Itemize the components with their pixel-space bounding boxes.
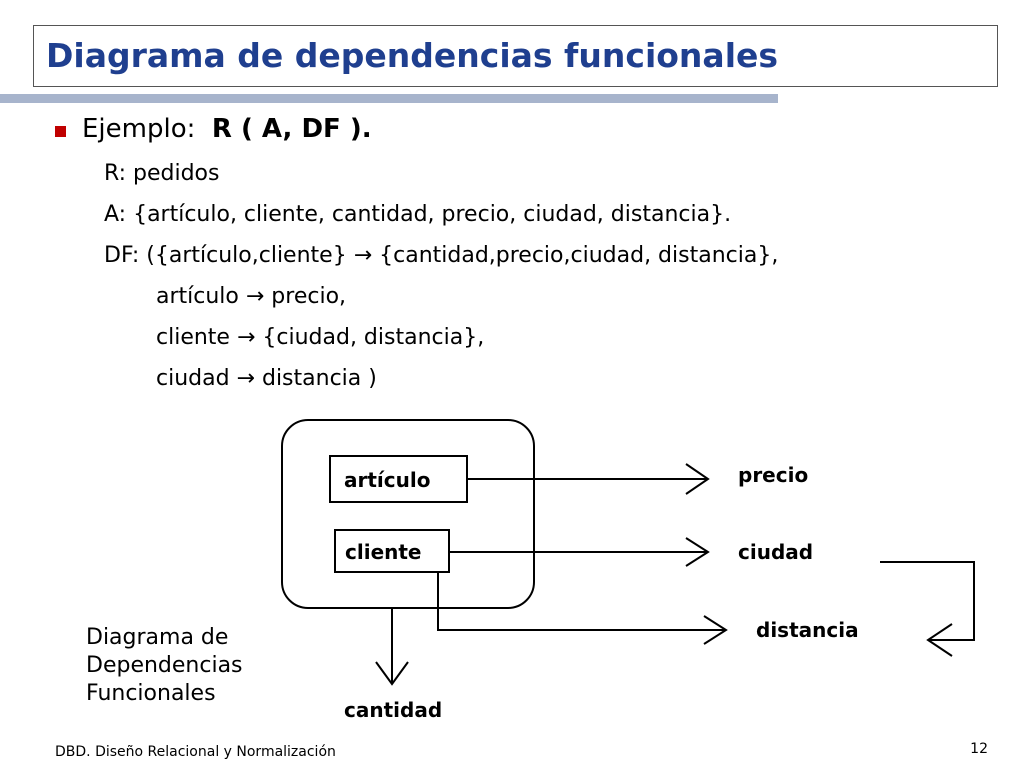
- node-ciudad: ciudad: [738, 540, 813, 564]
- edge-articulo-precio: [467, 463, 710, 495]
- example-label: Ejemplo:: [82, 114, 196, 144]
- node-distancia: distancia: [756, 618, 859, 642]
- node-precio: precio: [738, 463, 808, 487]
- caption-line: Diagrama de: [86, 625, 229, 650]
- edge-cliente-distancia: [437, 572, 728, 645]
- dependency-ciudad-line: ciudad → distancia ): [156, 366, 377, 391]
- key-group-box: [281, 419, 535, 609]
- dependency-cliente-line: cliente → {ciudad, distancia},: [156, 325, 485, 350]
- relation-name-line: R: pedidos: [104, 161, 220, 186]
- node-articulo: artículo: [344, 468, 430, 492]
- attributes-line: A: {artículo, cliente, cantidad, precio,…: [104, 202, 732, 227]
- square-bullet-icon: [55, 126, 66, 137]
- diagram-caption: Diagrama de Dependencias Funcionales: [86, 624, 243, 708]
- edge-cliente-ciudad: [449, 537, 710, 567]
- caption-line: Dependencias: [86, 653, 243, 678]
- node-cliente: cliente: [345, 540, 422, 564]
- dependencies-line: DF: ({artículo,cliente} → {cantidad,prec…: [104, 243, 779, 268]
- footer-text: DBD. Diseño Relacional y Normalización: [55, 744, 336, 760]
- edge-ciudad-distancia: [880, 561, 975, 657]
- page-number: 12: [970, 741, 988, 757]
- title-box: Diagrama de dependencias funcionales: [33, 25, 998, 87]
- caption-line: Funcionales: [86, 681, 216, 706]
- dependency-articulo-line: artículo → precio,: [156, 284, 347, 309]
- slide-title: Diagrama de dependencias funcionales: [46, 36, 779, 75]
- example-value: R ( A, DF ).: [211, 114, 372, 144]
- example-line: Ejemplo: R ( A, DF ).: [82, 113, 372, 145]
- edge-group-cantidad: [375, 608, 409, 686]
- title-accent-rule: [0, 94, 778, 103]
- dependency-diagram: artículo cliente precio ciudad distancia…: [281, 419, 975, 722]
- node-cantidad: cantidad: [344, 698, 442, 722]
